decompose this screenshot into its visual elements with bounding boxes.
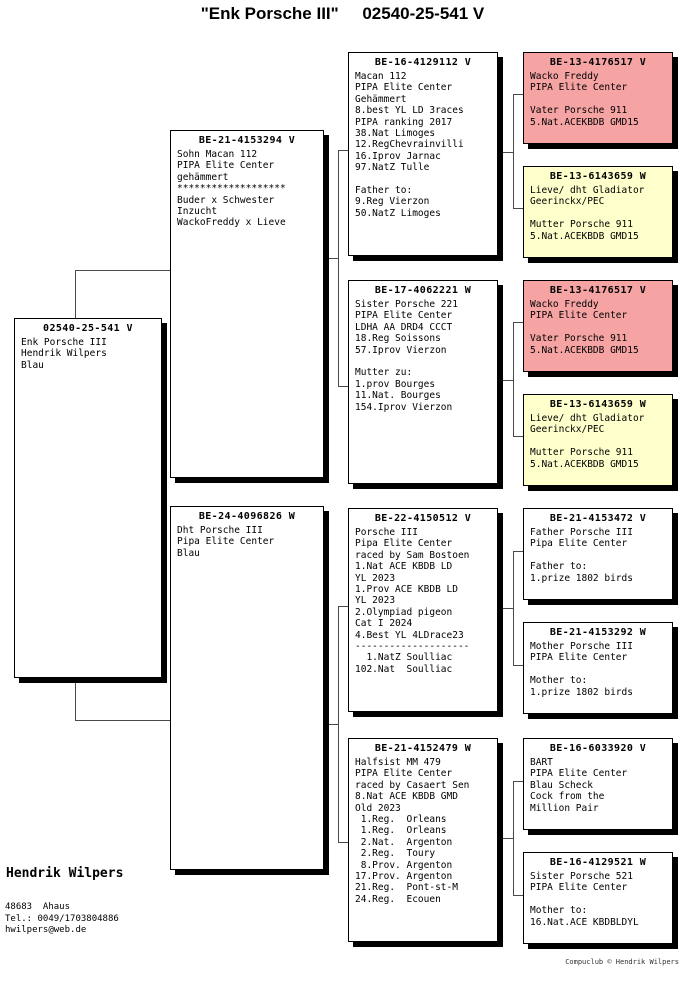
pedigree-box-ds-sire[interactable]: BE-21-4153472 V Father Porsche III Pipa … — [523, 508, 673, 600]
pedigree-box-sd-dam[interactable]: BE-13-6143659 W Lieve/ dht Gladiator Gee… — [523, 394, 673, 486]
connector-dd-bottom-stub — [513, 895, 523, 896]
box-body-sire-dam: Sister Porsche 221 PIPA Elite Center LDH… — [355, 299, 458, 413]
box-body-dd-dam: Sister Porsche 521 PIPA Elite Center Mot… — [530, 871, 639, 928]
box-id-dd-sire: BE-16-6033920 V — [549, 743, 647, 754]
connector-dd-center-stub — [494, 838, 514, 839]
pedigree-box-dd-sire[interactable]: BE-16-6033920 V BART PIPA Elite Center B… — [523, 738, 673, 830]
connector-dam-bottom-stub — [338, 842, 348, 843]
box-body-dam-sire: Porsche III Pipa Elite Center raced by S… — [355, 527, 470, 675]
box-id-sire: BE-21-4153294 V — [198, 135, 296, 146]
pedigree-box-dam-dam[interactable]: BE-21-4152479 W Halfsist MM 479 PIPA Eli… — [348, 738, 498, 942]
box-body-ss-dam: Lieve/ dht Gladiator Geerinckx/PEC Mutte… — [530, 185, 645, 242]
connector-ss-top-stub — [513, 94, 523, 95]
box-id-dam-dam: BE-21-4152479 W — [374, 743, 472, 754]
pedigree-box-ss-dam[interactable]: BE-13-6143659 W Lieve/ dht Gladiator Gee… — [523, 166, 673, 258]
connector-sire-top-stub — [338, 150, 348, 151]
connector-sire-center-stub — [318, 258, 339, 259]
box-body-subject: Enk Porsche III Hendrik Wilpers Blau — [21, 337, 107, 371]
pedigree-box-sire-sire[interactable]: BE-16-4129112 V Macan 112 PIPA Elite Cen… — [348, 52, 498, 256]
connector-ds-bottom-stub — [513, 665, 523, 666]
box-body-dam-dam: Halfsist MM 479 PIPA Elite Center raced … — [355, 757, 470, 905]
box-id-sd-dam: BE-13-6143659 W — [549, 399, 647, 410]
pedigree-box-dam-sire[interactable]: BE-22-4150512 V Porsche III Pipa Elite C… — [348, 508, 498, 712]
box-id-sd-sire: BE-13-4176517 V — [549, 285, 647, 296]
box-id-sire-sire: BE-16-4129112 V — [374, 57, 472, 68]
box-body-dam: Dht Porsche III Pipa Elite Center Blau — [177, 525, 275, 559]
box-id-ds-sire: BE-21-4153472 V — [549, 513, 647, 524]
connector-sd-vertical — [513, 322, 514, 436]
connector-dam-top-stub — [338, 606, 348, 607]
box-id-ds-dam: BE-21-4153292 W — [549, 627, 647, 638]
connector-sd-center-stub — [494, 380, 514, 381]
box-body-sire-sire: Macan 112 PIPA Elite Center Gehämmert 8.… — [355, 71, 464, 219]
box-id-sire-dam: BE-17-4062221 W — [374, 285, 472, 296]
connector-gen1-top-stub — [75, 270, 170, 271]
box-body-sd-sire: Wacko Freddy PIPA Elite Center Vater Por… — [530, 299, 639, 356]
pedigree-box-subject[interactable]: 02540-25-541 V Enk Porsche III Hendrik W… — [14, 318, 162, 678]
owner-name: Hendrik Wilpers — [6, 866, 124, 881]
connector-ds-top-stub — [513, 551, 523, 552]
box-body-ds-sire: Father Porsche III Pipa Elite Center Fat… — [530, 527, 633, 584]
connector-dam-center-stub — [318, 724, 339, 725]
connector-sd-bottom-stub — [513, 436, 523, 437]
connector-dd-top-stub — [513, 781, 523, 782]
pedigree-box-sire[interactable]: BE-21-4153294 V Sohn Macan 112 PIPA Elit… — [170, 130, 324, 478]
box-body-dd-sire: BART PIPA Elite Center Blau Scheck Cock … — [530, 757, 628, 814]
connector-sire-bottom-stub — [338, 386, 348, 387]
box-id-dam: BE-24-4096826 W — [198, 511, 296, 522]
pedigree-box-sd-sire[interactable]: BE-13-4176517 V Wacko Freddy PIPA Elite … — [523, 280, 673, 372]
box-id-dam-sire: BE-22-4150512 V — [374, 513, 472, 524]
page-title: "Enk Porsche III" 02540-25-541 V — [200, 4, 485, 23]
pedigree-box-dam[interactable]: BE-24-4096826 W Dht Porsche III Pipa Eli… — [170, 506, 324, 870]
box-body-ds-dam: Mother Porsche III PIPA Elite Center Mot… — [530, 641, 633, 698]
connector-ss-bottom-stub — [513, 208, 523, 209]
connector-sire-vertical — [338, 150, 339, 386]
connector-ss-center-stub — [494, 152, 514, 153]
pedigree-box-dd-dam[interactable]: BE-16-4129521 W Sister Porsche 521 PIPA … — [523, 852, 673, 944]
pedigree-box-ss-sire[interactable]: BE-13-4176517 V Wacko Freddy PIPA Elite … — [523, 52, 673, 144]
owner-contact: 48683 Ahaus Tel.: 0049/1703804886 hwilpe… — [5, 902, 119, 935]
pedigree-box-sire-dam[interactable]: BE-17-4062221 W Sister Porsche 221 PIPA … — [348, 280, 498, 484]
connector-ss-vertical — [513, 94, 514, 208]
box-id-dd-dam: BE-16-4129521 W — [549, 857, 647, 868]
box-body-sd-dam: Lieve/ dht Gladiator Geerinckx/PEC Mutte… — [530, 413, 645, 470]
box-id-ss-dam: BE-13-6143659 W — [549, 171, 647, 182]
copyright-notice: Compuclub © Hendrik Wilpers — [565, 958, 679, 966]
pedigree-box-ds-dam[interactable]: BE-21-4153292 W Mother Porsche III PIPA … — [523, 622, 673, 714]
connector-sd-top-stub — [513, 322, 523, 323]
box-id-subject: 02540-25-541 V — [43, 323, 133, 334]
box-body-ss-sire: Wacko Freddy PIPA Elite Center Vater Por… — [530, 71, 639, 128]
connector-gen1-bottom-stub — [75, 720, 170, 721]
connector-ds-center-stub — [494, 608, 514, 609]
box-id-ss-sire: BE-13-4176517 V — [549, 57, 647, 68]
box-body-sire: Sohn Macan 112 PIPA Elite Center gehämme… — [177, 149, 286, 229]
